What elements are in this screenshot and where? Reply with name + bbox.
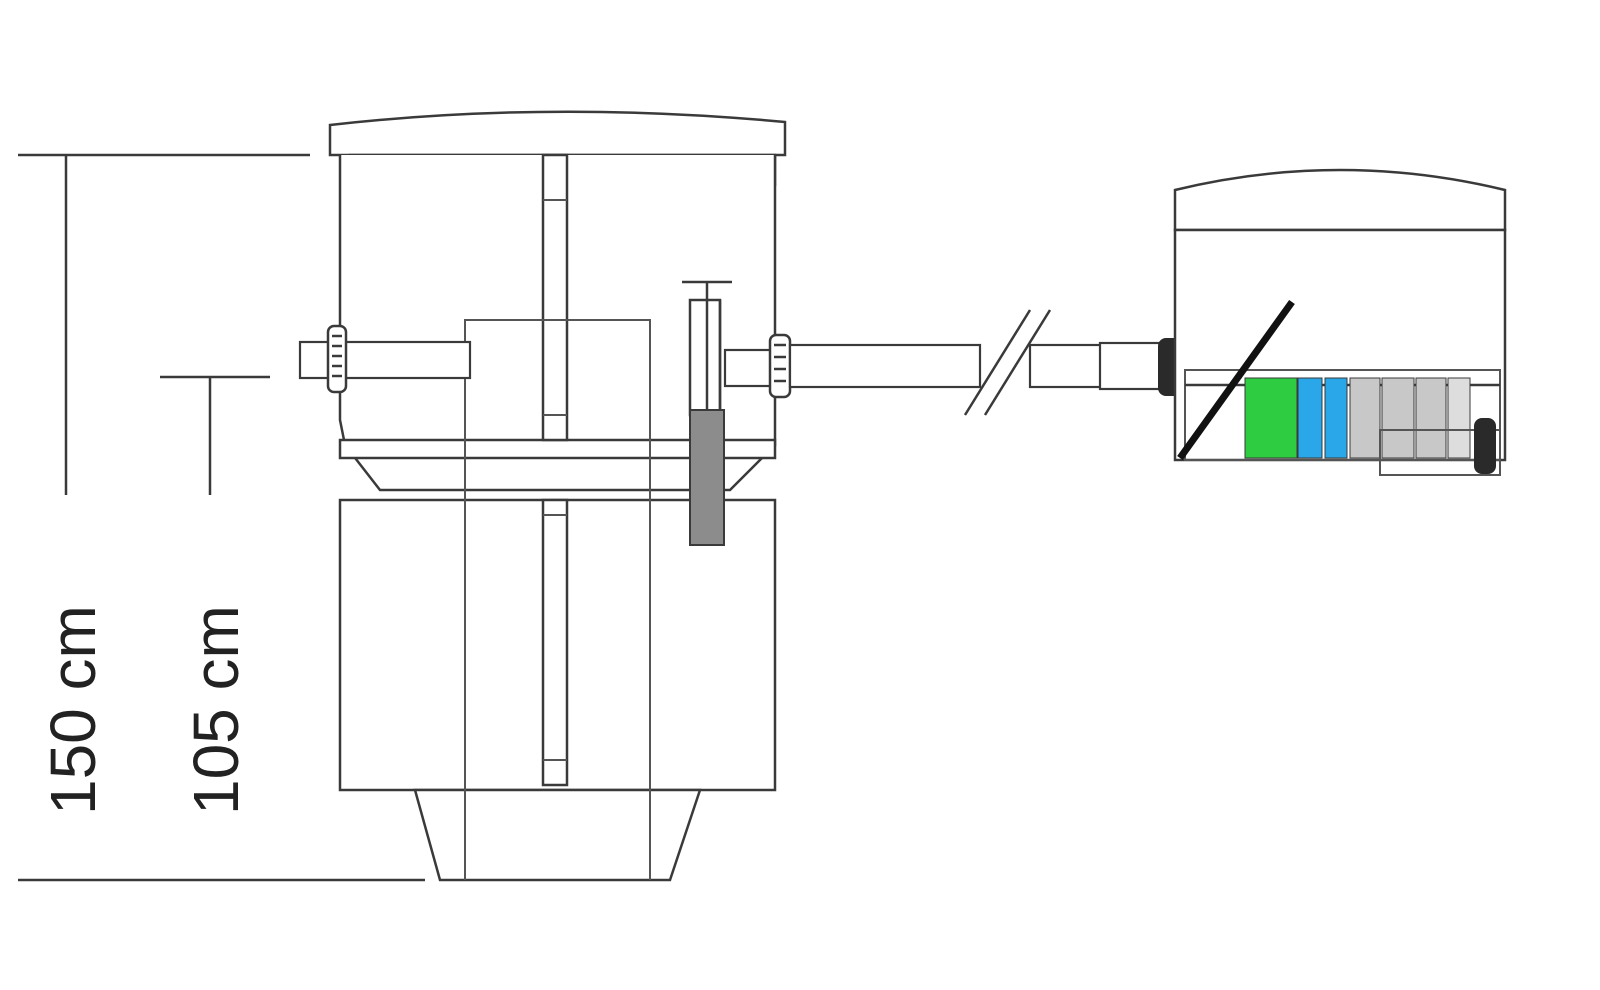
filter-media-blue — [1297, 377, 1323, 459]
inlet-pipe — [298, 340, 472, 380]
connecting-pipe — [723, 309, 1182, 416]
tank-lid — [328, 110, 787, 157]
valve-handle — [689, 409, 725, 546]
dimension-150cm: 150 cm — [18, 153, 425, 882]
filter-baffle — [1177, 299, 1295, 461]
tank-base — [413, 788, 702, 882]
dimension-label-150cm: 150 cm — [37, 605, 109, 815]
settling-tank — [298, 110, 787, 882]
filter-media-green — [1244, 377, 1298, 459]
filter-box — [1173, 168, 1507, 476]
filter-lid — [1173, 168, 1507, 232]
dimension-105cm: 105 cm — [160, 375, 270, 815]
pipe-break-mark — [963, 309, 1032, 416]
dimension-label-105cm: 105 cm — [180, 605, 252, 815]
filter-media-gray — [1349, 377, 1381, 459]
